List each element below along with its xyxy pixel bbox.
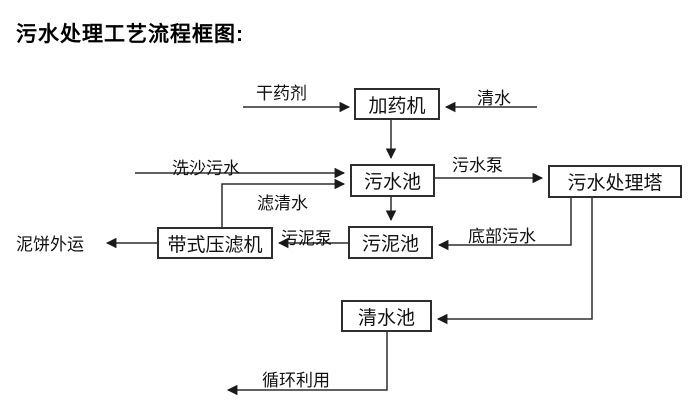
node-clean-water-pool: 清水池 bbox=[341, 300, 432, 332]
edge-label-sludge-pump: 污泥泵 bbox=[281, 229, 332, 248]
edge-filtered-water-to-sewage-pool bbox=[221, 178, 346, 227]
edge-label-recycle-use: 循环利用 bbox=[262, 371, 330, 390]
node-treatment-tower-label: 污水处理塔 bbox=[567, 173, 663, 194]
node-belt-filter-press: 带式压滤机 bbox=[157, 227, 273, 259]
node-sludge-pool-label: 污泥池 bbox=[361, 234, 419, 255]
node-dosing-machine-label: 加药机 bbox=[368, 95, 426, 117]
edge-label-bottom-sewage: 底部污水 bbox=[468, 227, 536, 246]
node-sewage-pool: 污水池 bbox=[350, 164, 435, 197]
node-sewage-pool-label: 污水池 bbox=[363, 172, 421, 193]
node-dosing-machine: 加药机 bbox=[354, 88, 440, 120]
edge-label-filtered-water: 滤清水 bbox=[257, 194, 308, 213]
edge-clean-pool-to-recycle bbox=[226, 332, 388, 396]
edge-label-dry-chemical: 干药剂 bbox=[256, 84, 307, 103]
edge-label-sand-washing-sewage: 洗沙污水 bbox=[172, 159, 240, 178]
page-title: 污水处理工艺流程框图: bbox=[16, 23, 244, 46]
node-belt-filter-press-label: 带式压滤机 bbox=[167, 234, 263, 256]
edge-bottom-sewage-to-sludge-pool bbox=[437, 198, 572, 251]
edge-tower-to-clean-pool bbox=[436, 198, 593, 325]
node-clean-water-pool-label: 清水池 bbox=[357, 307, 415, 329]
edge-label-clean-water: 清水 bbox=[477, 89, 511, 108]
node-treatment-tower: 污水处理塔 bbox=[548, 165, 682, 198]
edge-label-mud-cake-out: 泥饼外运 bbox=[16, 235, 84, 254]
edge-label-sewage-pump: 污水泵 bbox=[452, 156, 503, 175]
node-sludge-pool: 污泥池 bbox=[348, 226, 433, 259]
